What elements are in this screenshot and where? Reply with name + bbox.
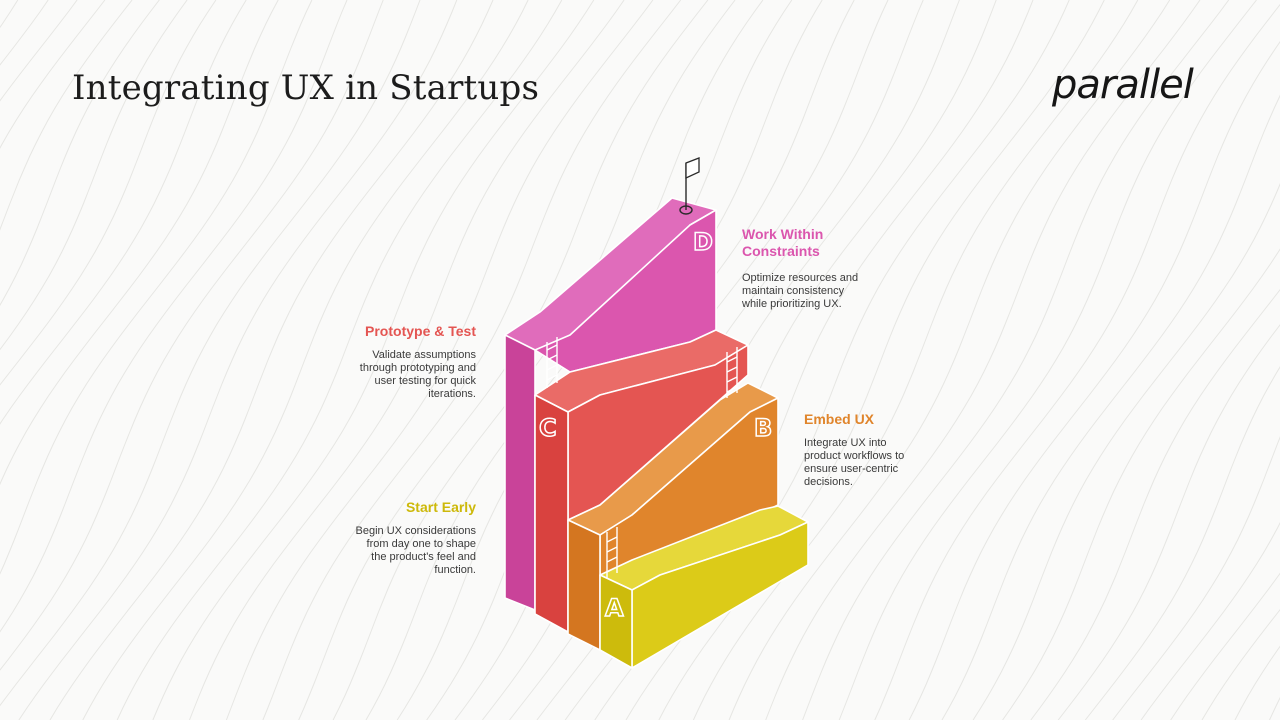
step-c-block: [534, 329, 749, 633]
background-wave-line: [0, 0, 188, 351]
background-wave-line: [1030, 288, 1280, 720]
background-wave-line: [262, 0, 682, 720]
step-b-desc-line: decisions.: [804, 476, 853, 488]
background-wave-line: [82, 0, 529, 720]
background-wave-line: [0, 0, 384, 671]
background-wave-line: [765, 0, 1201, 720]
background-wave-line: [728, 0, 1171, 720]
step-a-desc-line: from day one to shape: [366, 538, 476, 550]
slide-title: Integrating UX in Startups: [72, 68, 540, 108]
background-wave-line: [972, 183, 1280, 720]
background-wave-line: [1084, 366, 1280, 720]
background-wave-line: [0, 0, 348, 633]
step-d-title-line-1: Work Within: [742, 226, 824, 242]
background-wave-line: [1140, 521, 1280, 720]
background-wave-line: [908, 41, 1280, 720]
background-wave-line: [0, 0, 160, 306]
background-wave-line: [18, 0, 458, 720]
background-wave-line: [1112, 436, 1280, 720]
step-b-letter: B: [754, 414, 772, 442]
background-wave-line: [0, 0, 247, 425]
step-c-desc-line: Validate assumptions: [372, 349, 476, 361]
step-c-title: Prototype & Test: [365, 323, 476, 339]
background-wave-line: [332, 0, 736, 720]
step-a-title: Start Early: [405, 499, 476, 515]
step-d-desc-line: while prioritizing UX.: [742, 298, 842, 310]
step-b-title: Embed UX: [804, 411, 875, 427]
step-c-desc-line: user testing for quick: [374, 375, 477, 387]
background-wave-line: [1002, 248, 1280, 720]
step-b-desc-line: ensure user-centric: [804, 463, 899, 475]
step-b-description: Integrate UX into product workflows to e…: [804, 437, 904, 489]
background-wave-line: [0, 0, 133, 231]
background-wave-line: [49, 0, 494, 720]
step-d-left-face: [504, 334, 536, 611]
step-c-letter: C: [539, 414, 557, 442]
background-wave-line: [802, 0, 1230, 720]
background-wave-line: [838, 0, 1257, 720]
background-wave-line: [692, 0, 1139, 720]
step-d-block: [504, 197, 717, 611]
background-wave-line: [1170, 572, 1280, 720]
background-wave-line: [0, 0, 217, 386]
step-b-block: [567, 382, 779, 651]
background-wave-line: [116, 0, 563, 720]
ladder-b-to-c: [726, 347, 738, 398]
background-wave-line: [189, 0, 625, 720]
step-d-title-line-2: Constraints: [742, 243, 820, 259]
flag-icon: [679, 157, 700, 215]
step-c-desc-line: iterations.: [428, 388, 476, 400]
step-a-desc-line: the product's feel and: [371, 551, 476, 563]
step-d-title: Work Within Constraints: [742, 226, 823, 260]
background-wave-line: [874, 3, 1280, 720]
step-a-desc-line: Begin UX considerations: [355, 525, 476, 537]
background-wave-line: [0, 0, 279, 486]
step-a-left-face: [599, 574, 633, 669]
parallel-logo: parallel: [1052, 62, 1194, 108]
step-a-description: Begin UX considerations from day one to …: [356, 525, 476, 577]
background-wave-line: [941, 94, 1280, 720]
step-a-letter: A: [605, 594, 624, 622]
background-wave-line: [0, 0, 421, 707]
background-wave-line: [0, 0, 313, 575]
ladder-a-to-b: [606, 527, 618, 578]
background-wave-line: [225, 0, 654, 720]
background-wave-line: [0, 0, 106, 149]
step-d-letter: D: [693, 228, 713, 256]
background-wave-line: [152, 0, 595, 720]
step-b-desc-line: product workflows to: [804, 450, 905, 462]
step-d-description: Optimize resources and maintain consiste…: [742, 272, 858, 311]
step-c-desc-line: through prototyping and: [359, 362, 476, 374]
ladder-c-to-d: [546, 337, 558, 388]
step-b-left-face: [567, 519, 601, 651]
ladders: [546, 337, 738, 578]
step-a-desc-line: function.: [434, 564, 476, 576]
step-d-desc-line: maintain consistency: [742, 285, 845, 297]
step-c-description: Validate assumptions through prototyping…: [360, 349, 476, 401]
background-wave-line: [1057, 324, 1280, 720]
step-b-desc-line: Integrate UX into: [804, 437, 887, 449]
step-a-block: [599, 505, 809, 669]
step-d-desc-line: Optimize resources and: [742, 272, 859, 284]
